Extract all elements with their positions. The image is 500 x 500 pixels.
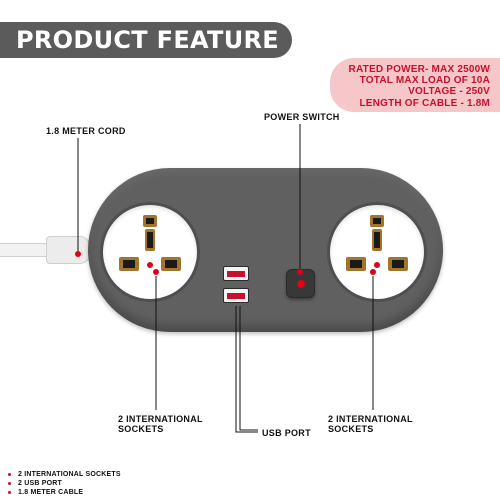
spec-rated-power: RATED POWER- MAX 2500W (348, 64, 490, 75)
list-item: 1.8 METER CABLE (6, 488, 121, 497)
spec-box: RATED POWER- MAX 2500W TOTAL MAX LOAD OF… (330, 58, 500, 112)
spec-voltage: VOLTAGE - 250V (408, 86, 490, 98)
power-indicator-icon (297, 280, 305, 288)
usb-port-insert (227, 293, 245, 299)
left-sockets-label-line2: SOCKETS (118, 424, 164, 434)
list-item: 2 USB PORT (6, 479, 121, 488)
feature-text: 2 INTERNATIONAL SOCKETS (18, 471, 121, 478)
usb-port-label: USB PORT (262, 428, 311, 438)
bullet-icon (8, 473, 11, 476)
header-banner: PRODUCT FEATURE (0, 22, 292, 58)
spec-cable-length: LENGTH OF CABLE - 1.8M (359, 97, 490, 109)
cord-strain-relief (46, 236, 90, 264)
list-item: 2 INTERNATIONAL SOCKETS (6, 470, 121, 479)
usb-port-bottom[interactable] (223, 288, 249, 303)
right-sockets-label-line1: 2 INTERNATIONAL (328, 414, 413, 424)
feature-text: 2 USB PORT (18, 480, 63, 488)
socket-pins-icon (346, 215, 408, 271)
feature-text: 1.8 METER CABLE (18, 489, 84, 497)
spec-max-load: TOTAL MAX LOAD OF 10A (359, 75, 490, 87)
bullet-icon (8, 491, 11, 495)
power-cord (0, 243, 60, 257)
power-switch-label: POWER SWITCH (264, 112, 340, 122)
bullet-icon (8, 482, 11, 486)
cord-label: 1.8 METER CORD (46, 126, 126, 136)
left-socket (103, 205, 197, 299)
usb-port-insert (227, 271, 245, 277)
feature-list: 2 INTERNATIONAL SOCKETS 2 USB PORT 1.8 M… (6, 470, 121, 498)
socket-pins-icon (119, 215, 181, 271)
left-sockets-label-line1: 2 INTERNATIONAL (118, 414, 203, 424)
right-sockets-label-line2: SOCKETS (328, 424, 374, 434)
right-socket (330, 205, 424, 299)
page-title: PRODUCT FEATURE (16, 26, 279, 54)
usb-port-top[interactable] (223, 266, 249, 281)
